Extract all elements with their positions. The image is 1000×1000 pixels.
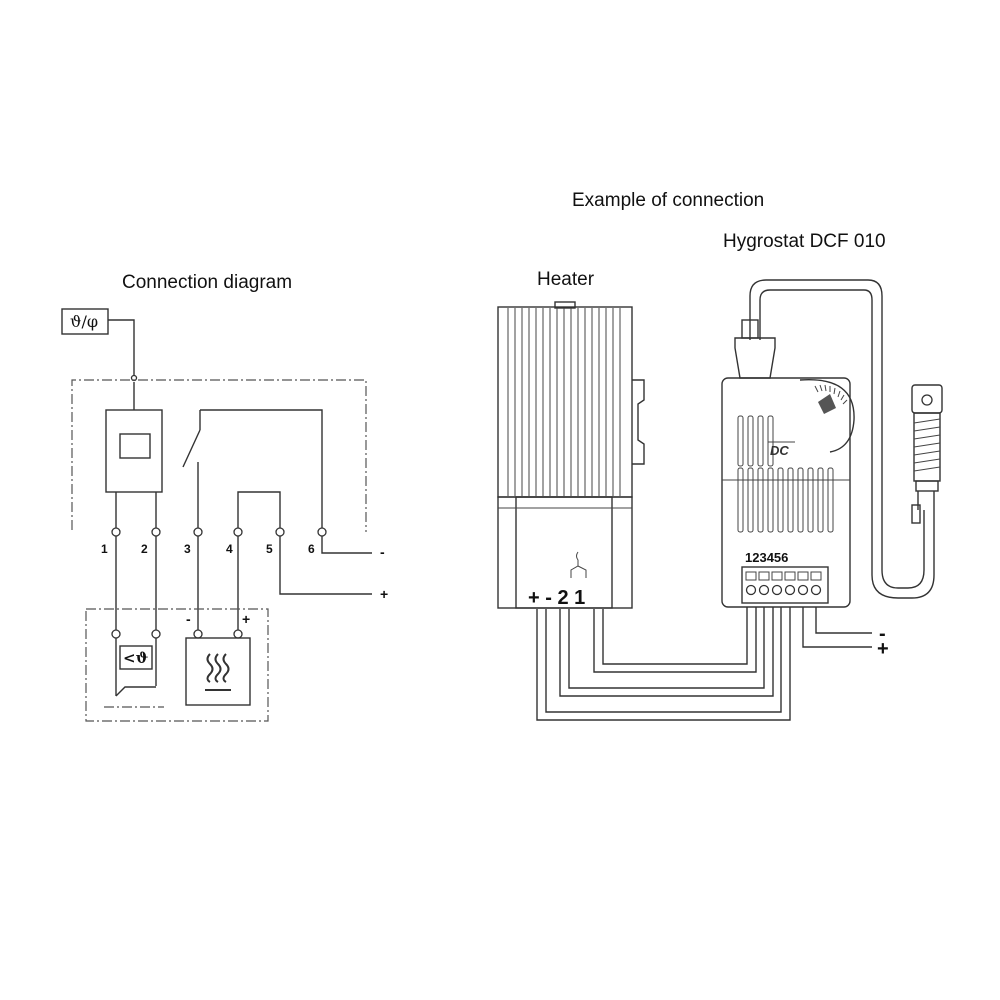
hygrostat-logo: DC xyxy=(770,443,789,458)
heater-enclosure xyxy=(85,608,269,722)
example-of-connection: Example of connection Heater Hygrostat D… xyxy=(497,190,943,721)
terminal-1 xyxy=(111,527,121,537)
terminal-label-1: 1 xyxy=(101,542,108,556)
terminal-label-2: 2 xyxy=(141,542,148,556)
hygrostat-title: Hygrostat DCF 010 xyxy=(723,231,886,252)
probe-clip xyxy=(911,504,921,524)
heater-terminal-labels: + - 2 1 xyxy=(528,587,585,609)
heater-terminal-plus xyxy=(233,629,243,639)
heater-din-clip xyxy=(632,379,645,465)
heater-minus-label: - xyxy=(186,611,191,627)
heater-top-tab xyxy=(554,301,576,309)
hygrostat-supply-plus-label: + xyxy=(877,638,889,660)
connection-diagram-title: Connection diagram xyxy=(122,272,292,293)
heater-plus-label: + xyxy=(242,611,250,627)
thermostat-contact xyxy=(115,686,156,697)
heater-title: Heater xyxy=(537,269,595,290)
terminal-label-3: 3 xyxy=(184,542,191,556)
sensor-lead xyxy=(108,319,135,378)
supply-minus-label: - xyxy=(380,544,385,560)
hygrostat-supply-minus-wire xyxy=(815,607,872,634)
terminal-label-6: 6 xyxy=(308,542,315,556)
example-title: Example of connection xyxy=(572,190,764,211)
terminal-3 xyxy=(193,527,203,537)
heater-thermal-symbol xyxy=(570,551,587,578)
hygrostat-supply-minus-label: - xyxy=(879,623,886,645)
hygrostat-terminal-screws xyxy=(745,571,822,596)
terminal-6 xyxy=(317,527,327,537)
thermostat-symbol-box xyxy=(119,645,153,670)
heater-terminal-minus xyxy=(193,629,203,639)
sensor-symbol: ϑ/φ xyxy=(70,312,98,331)
terminal-4 xyxy=(233,527,243,537)
interconnect-wires xyxy=(536,607,791,721)
relay-contact-blade xyxy=(182,429,201,468)
probe-ribs xyxy=(913,418,941,472)
sensor-cable-outer xyxy=(749,279,925,589)
cable-gland xyxy=(734,337,776,379)
hygrostat-enclosure xyxy=(71,379,367,532)
sensor-display xyxy=(119,433,151,459)
hygrostat-supply-plus-wire xyxy=(802,607,872,648)
probe-mount-hole xyxy=(921,394,933,406)
heater-fins xyxy=(507,308,621,496)
hygrostat-terminal-block xyxy=(741,566,829,604)
knob-scale xyxy=(814,384,848,405)
connection-diagram: Connection diagram ϑ/φ 1 2 3 4 xyxy=(61,272,388,722)
terminal-label-4: 4 xyxy=(226,542,233,556)
probe-collar xyxy=(915,480,939,492)
sensor-module xyxy=(105,409,163,493)
heater-terminal-1 xyxy=(111,629,121,639)
thermostat-symbol: <ϑ xyxy=(123,649,149,667)
probe-stem xyxy=(917,491,935,510)
heater-block xyxy=(185,637,251,706)
hygrostat-vents-top xyxy=(737,415,774,467)
terminal-5 xyxy=(275,527,285,537)
heater-terminal-face xyxy=(515,496,613,609)
cable-gland-nut xyxy=(741,319,759,339)
terminal-label-5: 5 xyxy=(266,542,273,556)
heater-body xyxy=(497,306,633,498)
bridge-4-5 xyxy=(237,491,281,532)
adjustment-knob xyxy=(799,378,855,453)
heater-symbol-icon xyxy=(205,653,231,691)
hygrostat-terminal-numbers: 123456 xyxy=(745,550,788,565)
supply-plus-line xyxy=(279,536,372,595)
hygrostat-device: DC 123456 xyxy=(721,279,935,660)
terminal-2 xyxy=(151,527,161,537)
remote-sensor-probe xyxy=(911,384,943,524)
knob-pointer xyxy=(818,394,836,414)
hygrostat-vents-bottom xyxy=(737,467,834,533)
heater-device: + - 2 1 xyxy=(497,301,645,609)
sensor-cable-inner xyxy=(759,289,935,599)
supply-plus-label: + xyxy=(380,586,388,602)
heater-terminal-2 xyxy=(151,629,161,639)
supply-minus-line xyxy=(321,536,372,554)
relay-common-line xyxy=(200,409,323,532)
sensor-symbol-box xyxy=(61,308,109,335)
hygrostat-body xyxy=(721,377,851,608)
